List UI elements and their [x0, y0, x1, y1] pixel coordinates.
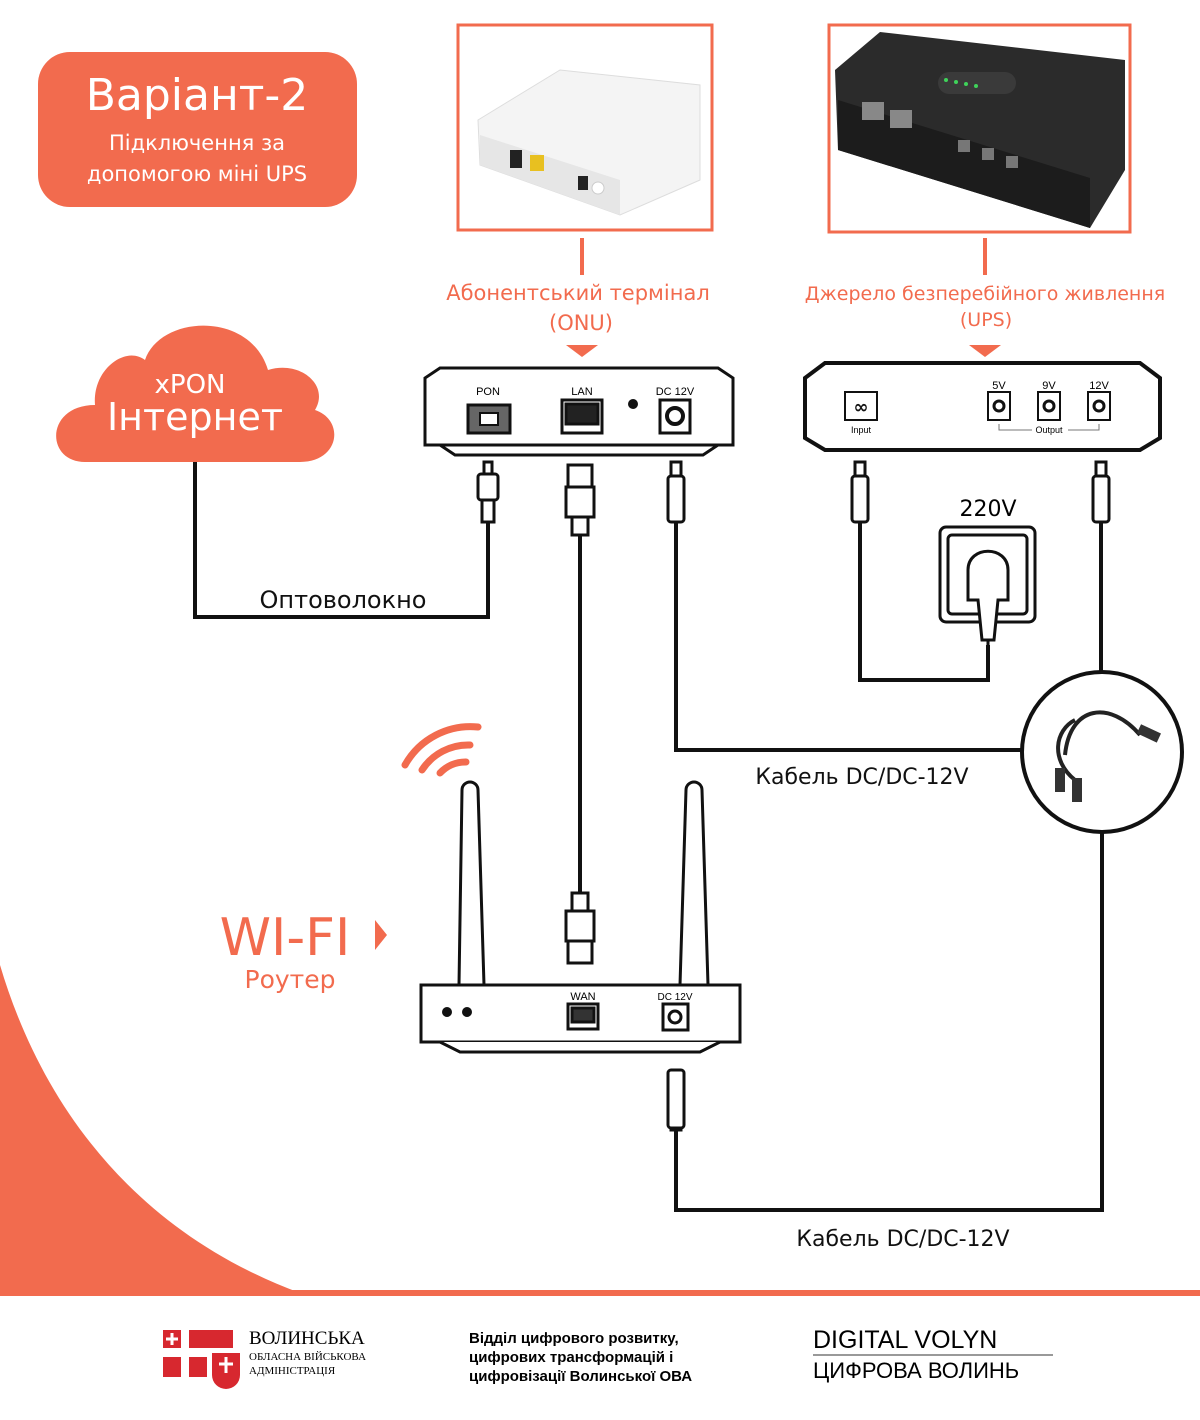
- dc-plug-icon: [666, 460, 686, 524]
- dept-line1: Відділ цифрового розвитку,: [469, 1330, 679, 1347]
- ups-port-12v: 12V: [1089, 380, 1109, 392]
- dept-line3: цифровізації Волинської ОВА: [469, 1368, 692, 1385]
- onu-port-pon: PON: [476, 386, 500, 398]
- onu-device: [423, 366, 735, 457]
- dept-line2: цифрових трансформацій і: [469, 1349, 673, 1366]
- ups-label: Джерело безперебійного живлення: [805, 283, 1165, 305]
- ups-port-5v: 5V: [992, 380, 1006, 392]
- router-subtitle: Роутер: [245, 965, 336, 994]
- socket-voltage: 220V: [959, 497, 1016, 522]
- title-line1: Підключення за: [109, 131, 285, 155]
- onu-port-dc: DC 12V: [656, 386, 695, 398]
- fiber-connector-icon: [476, 460, 500, 524]
- dc-plug-icon: [1091, 460, 1111, 524]
- ups-output-label: Output: [1035, 425, 1063, 435]
- onu-label: Абонентський термінал: [446, 281, 710, 305]
- footer-divider: [0, 1290, 1200, 1296]
- volyn-ova-logo: [163, 1330, 240, 1389]
- dc-plug-icon: [666, 1068, 686, 1132]
- onu-arrow-icon: [566, 345, 598, 357]
- brand-line1: DIGITAL VOLYN: [813, 1326, 997, 1354]
- dc-cable-label-2: Кабель DC/DC-12V: [796, 1227, 1009, 1252]
- cloud-line1: xPON: [155, 370, 226, 400]
- ups-sublabel: (UPS): [960, 309, 1012, 331]
- wifi-title: WI-FI: [220, 908, 351, 968]
- router-port-wan: WAN: [570, 991, 595, 1003]
- cloud-line2: Інтернет: [107, 395, 283, 439]
- iec-input-icon: ∞: [854, 397, 869, 418]
- onu-sublabel: (ONU): [549, 311, 613, 335]
- router-port-dc: DC 12V: [657, 992, 692, 1003]
- rj45-connector-icon: [564, 463, 596, 537]
- ups-device: ∞: [803, 361, 1162, 452]
- ups-arrow-icon: [969, 345, 1001, 357]
- dc-plug-icon: [850, 460, 870, 524]
- brand-line2: ЦИФРОВА ВОЛИНЬ: [813, 1358, 1019, 1383]
- title-line2: допомогою міні UPS: [87, 162, 307, 186]
- decor-shape: [0, 965, 300, 1293]
- internet-cloud: xPON Інтернет: [56, 325, 335, 462]
- splitter-cable-icon: [1020, 670, 1184, 834]
- fiber-label: Оптоволокно: [260, 586, 427, 614]
- router-device: [419, 780, 742, 1054]
- title-badge: Варіант-2 Підключення за допомогою міні …: [38, 52, 357, 207]
- connectors: [476, 460, 1111, 1132]
- dc-cable-label-1: Кабель DC/DC-12V: [755, 765, 968, 790]
- wifi-arrow-icon: [375, 920, 387, 950]
- ups-input-label: Input: [851, 425, 872, 435]
- onu-photo: [456, 23, 714, 232]
- wall-socket-icon: [938, 525, 1037, 648]
- wires: [193, 462, 1104, 1212]
- onu-port-lan: LAN: [571, 386, 592, 398]
- org-line3: АДМІНІСТРАЦІЯ: [249, 1365, 336, 1377]
- ups-port-9v: 9V: [1042, 380, 1056, 392]
- wifi-signal-icon: [401, 723, 482, 777]
- org-line1: ВОЛИНСЬКА: [249, 1328, 365, 1349]
- rj45-connector-icon: [564, 891, 596, 965]
- org-line2: ОБЛАСНА ВІЙСЬКОВА: [249, 1351, 366, 1363]
- ups-photo: [827, 23, 1132, 234]
- title-main: Варіант-2: [86, 70, 309, 121]
